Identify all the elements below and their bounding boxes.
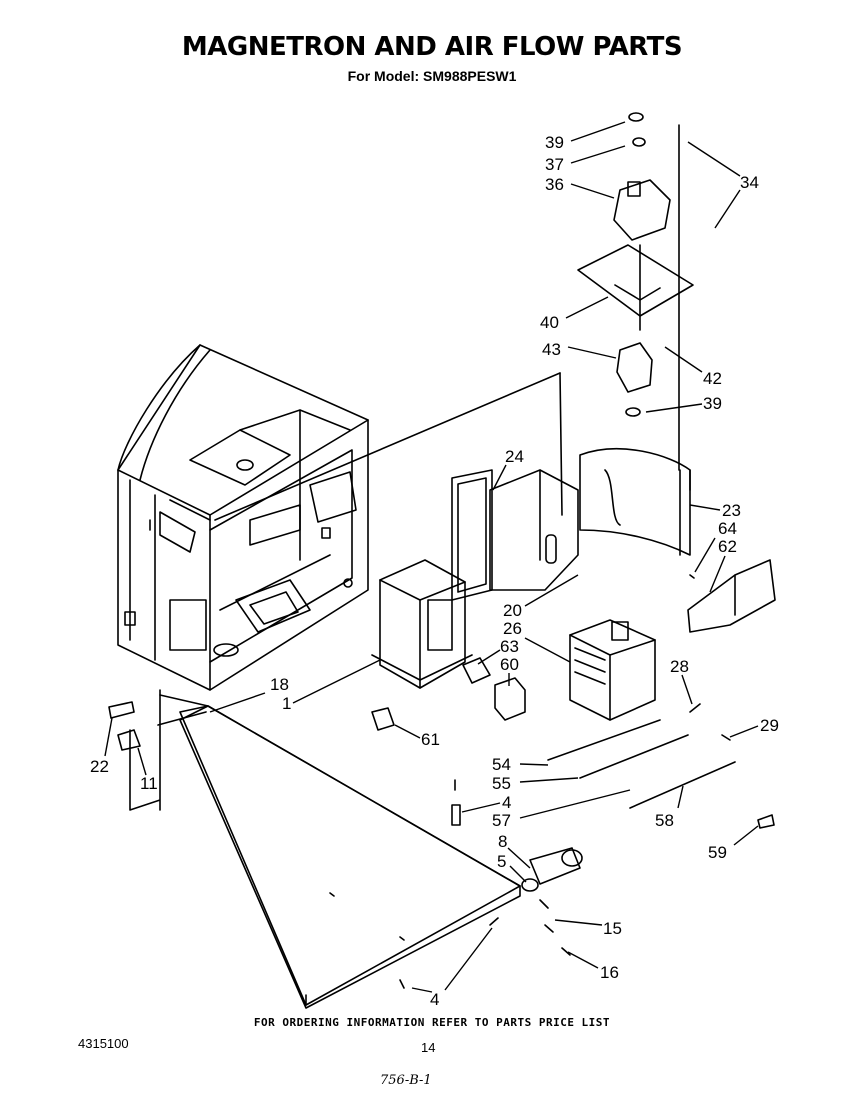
- callout-number: 39: [703, 394, 722, 413]
- callout-36: 36: [545, 175, 615, 199]
- callout-23: 23: [689, 501, 741, 520]
- callout-62: 62: [709, 537, 737, 593]
- callout-22: 22: [90, 717, 113, 776]
- callout-number: 20: [503, 601, 522, 620]
- page-number: 14: [421, 1040, 436, 1055]
- callout-number: 26: [503, 619, 522, 638]
- callout-number: 55: [492, 774, 511, 793]
- callout-number: 42: [703, 369, 722, 388]
- callout-number: 54: [492, 755, 511, 774]
- model-subtitle: For Model: SM988PESW1: [347, 68, 517, 84]
- callout-number: 4: [430, 990, 439, 1009]
- callout-24: 24: [492, 447, 524, 491]
- document-part-number: 4315100: [78, 1036, 129, 1051]
- callout-number: 34: [740, 173, 759, 192]
- callout-number: 16: [600, 963, 619, 982]
- callout-number: 1: [282, 694, 291, 713]
- callout-number: 63: [500, 637, 519, 656]
- callout-26: 26: [503, 619, 571, 663]
- callout-1: 1: [282, 659, 381, 713]
- callout-18: 18: [209, 675, 289, 713]
- callout-number: 59: [708, 843, 727, 862]
- callout-number: 37: [545, 155, 564, 174]
- ordering-note: FOR ORDERING INFORMATION REFER TO PARTS …: [253, 1016, 611, 1029]
- callout-number: 64: [718, 519, 737, 538]
- callout-37: 37: [545, 145, 626, 174]
- magnetron-drawing: [569, 619, 656, 721]
- fan-motor-drawing: [577, 112, 694, 471]
- callout-number: 4: [502, 793, 511, 812]
- callout-4b: 4: [411, 927, 493, 1009]
- callout-number: 62: [718, 537, 737, 556]
- callout-number: 28: [670, 657, 689, 676]
- callout-number: 23: [722, 501, 741, 520]
- callout-42: 42: [664, 346, 722, 388]
- callout-number: 24: [505, 447, 524, 466]
- callout-number: 5: [497, 852, 506, 871]
- transformer-drawing: [371, 559, 473, 689]
- side-bracket-drawing: [687, 559, 776, 633]
- callout-54: 54: [492, 755, 549, 774]
- callout-number: 22: [90, 757, 109, 776]
- callout-5: 5: [497, 852, 527, 883]
- callout-63: 63: [477, 637, 519, 665]
- page-title: MAGNETRON AND AIR FLOW PARTS: [181, 32, 683, 62]
- callout-16: 16: [567, 951, 619, 982]
- callout-labels: 39 37 36 34 40 43 42 39 24 23 64 62 20 2…: [90, 121, 779, 1009]
- callout-number: 58: [655, 811, 674, 830]
- callout-number: 8: [498, 832, 507, 851]
- base-plate-drawing: [179, 705, 521, 1009]
- callout-55: 55: [492, 774, 579, 793]
- air-duct-drawing: [451, 448, 691, 601]
- callout-8: 8: [498, 832, 531, 869]
- callout-61: 61: [394, 724, 440, 749]
- callout-number: 40: [540, 313, 559, 332]
- callout-59: 59: [708, 825, 759, 862]
- callout-number: 39: [545, 133, 564, 152]
- callout-58: 58: [655, 785, 684, 830]
- callout-number: 60: [500, 655, 519, 674]
- callout-28: 28: [670, 657, 693, 705]
- callout-number: 36: [545, 175, 564, 194]
- callout-40: 40: [540, 296, 609, 332]
- callout-43: 43: [542, 340, 617, 359]
- callout-29: 29: [729, 716, 779, 738]
- callout-number: 29: [760, 716, 779, 735]
- callout-20: 20: [503, 574, 579, 620]
- callout-64: 64: [694, 519, 737, 573]
- callout-number: 57: [492, 811, 511, 830]
- callout-number: 11: [140, 774, 158, 793]
- handwritten-note: 756-B-1: [380, 1073, 432, 1088]
- callout-57: 57: [492, 789, 631, 830]
- small-parts-drawing: [108, 574, 775, 989]
- callout-34: 34: [687, 141, 759, 229]
- callout-number: 15: [603, 919, 622, 938]
- callout-number: 61: [421, 730, 440, 749]
- callout-number: 43: [542, 340, 561, 359]
- callout-39a: 39: [545, 121, 626, 152]
- callout-number: 18: [270, 675, 289, 694]
- callout-60: 60: [500, 655, 519, 686]
- callout-11: 11: [137, 747, 158, 793]
- callout-15: 15: [554, 919, 622, 938]
- callout-39b: 39: [645, 394, 722, 413]
- oven-cavity-drawing: [117, 344, 369, 691]
- callout-4a: 4: [461, 793, 511, 813]
